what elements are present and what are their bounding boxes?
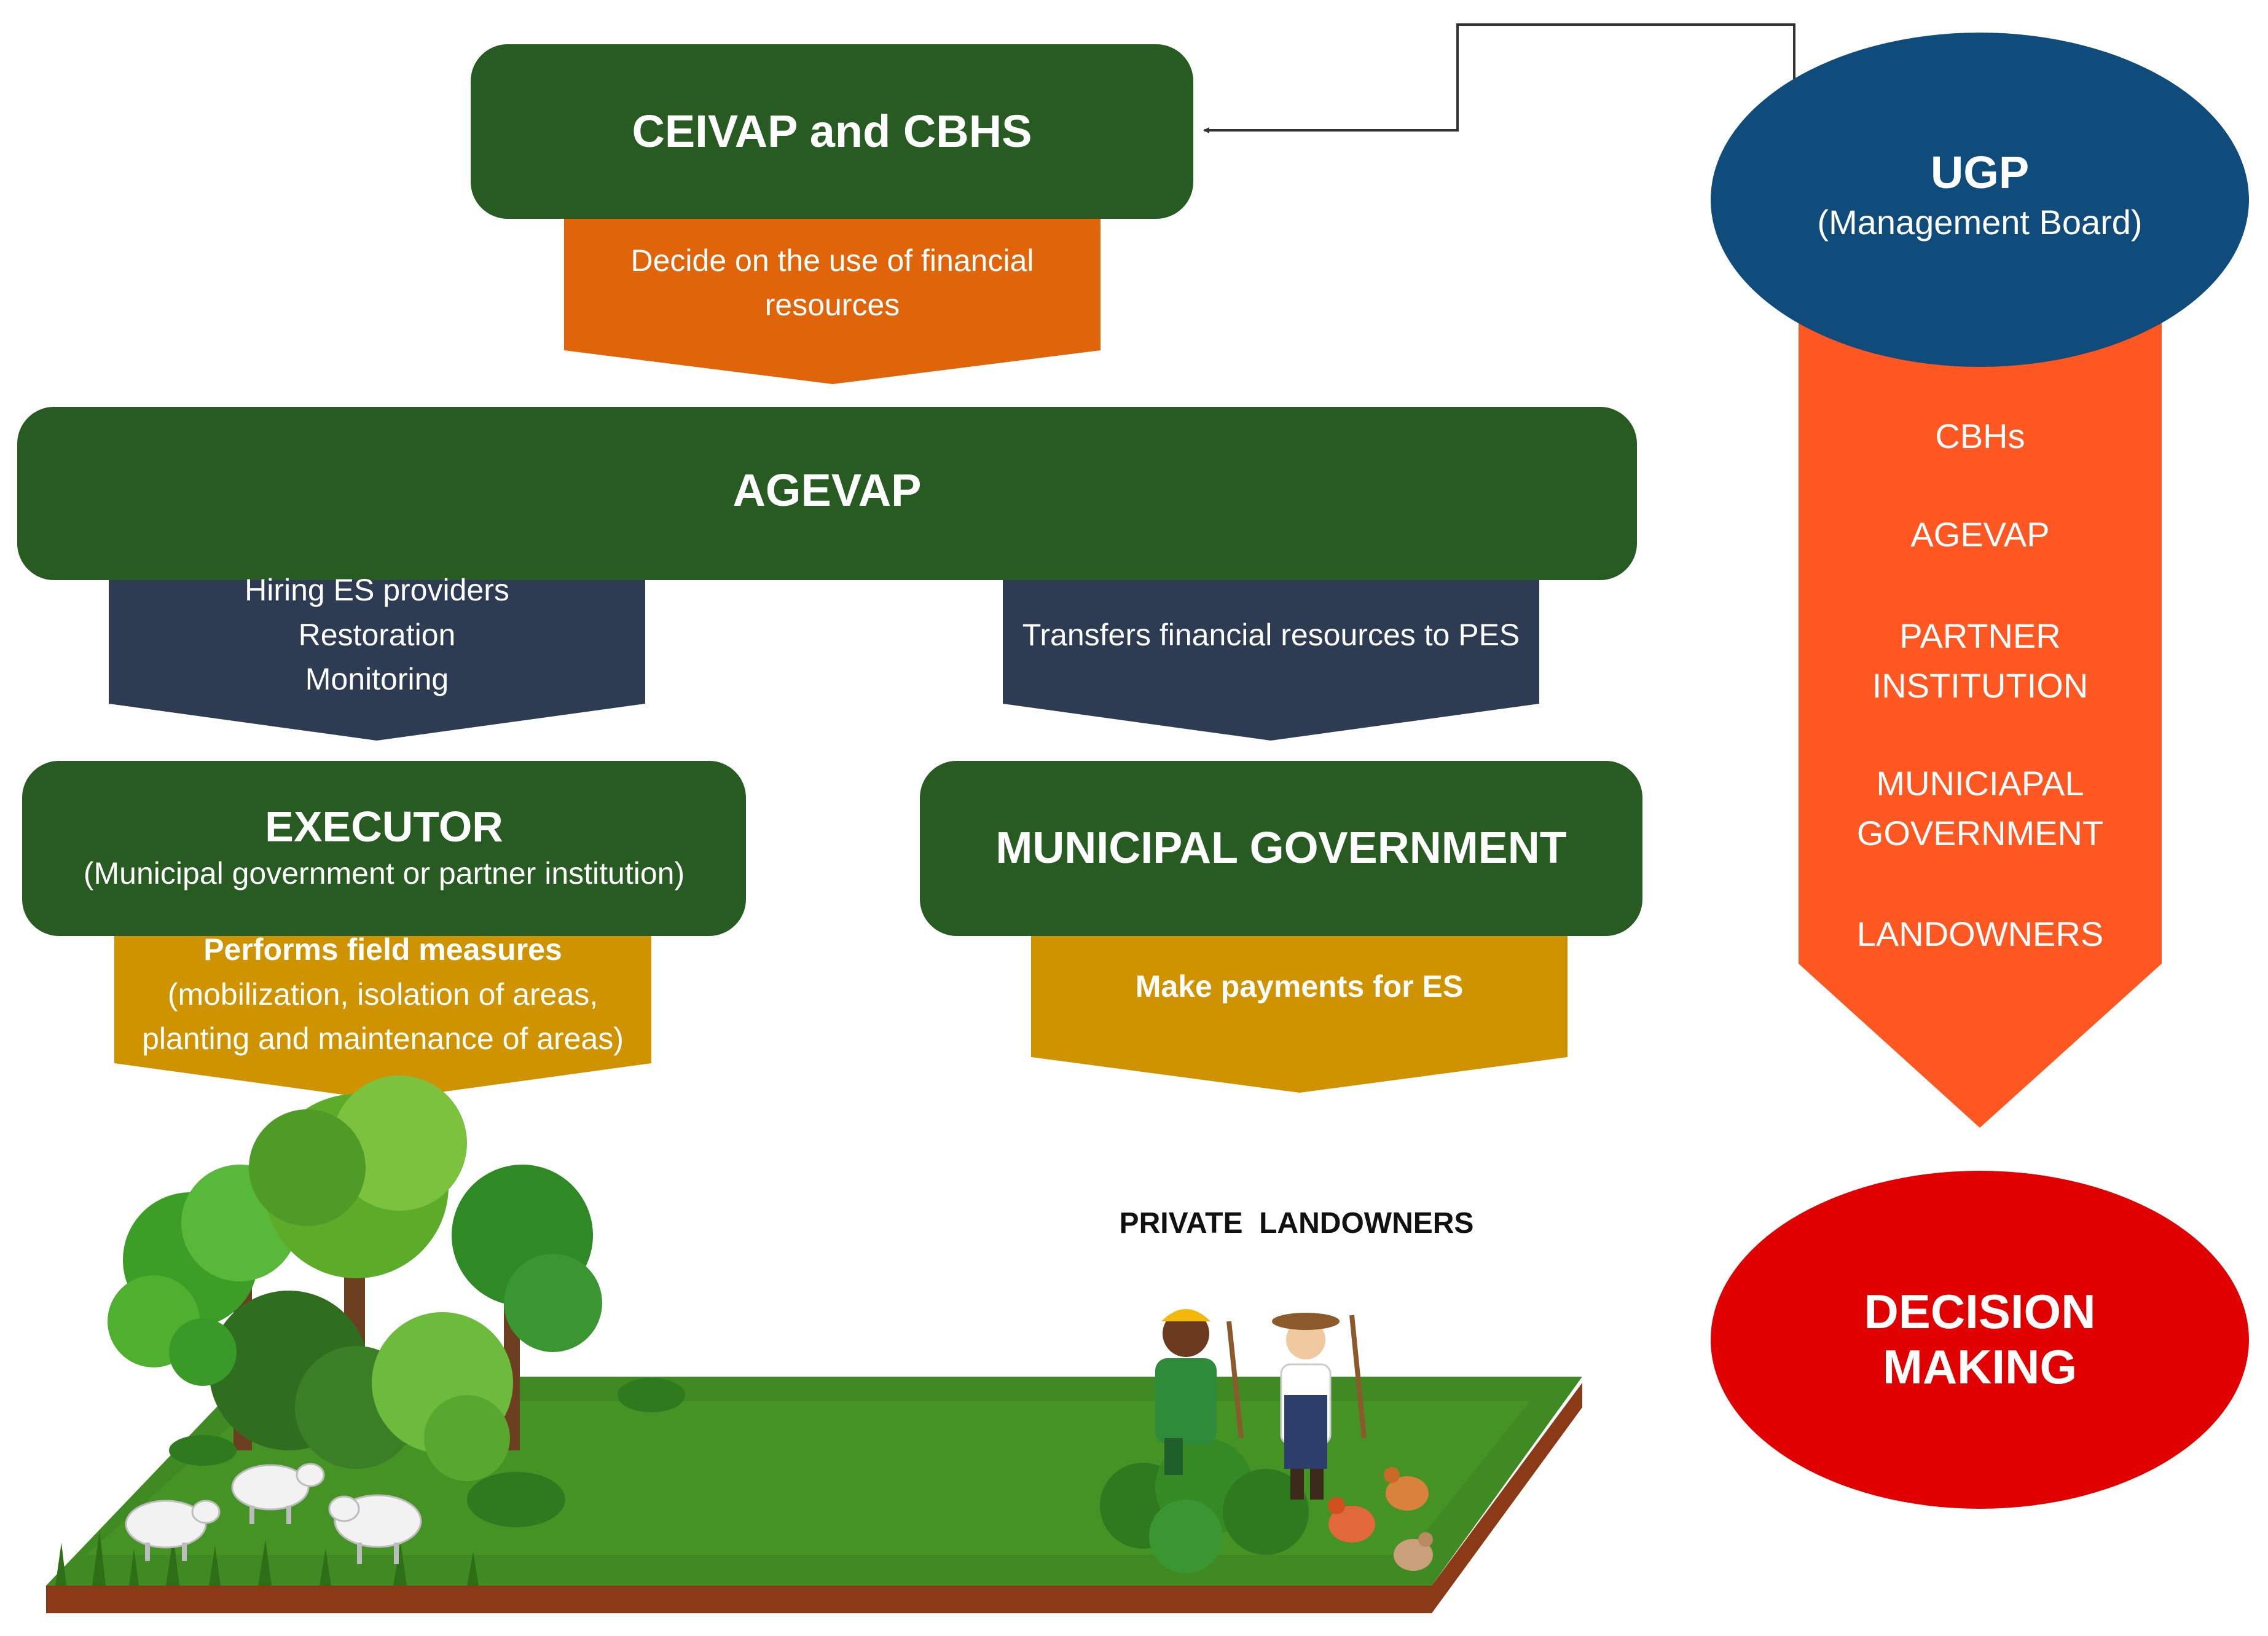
landscape-illustration (46, 1076, 1582, 1613)
farmers-illustration (1155, 1309, 1367, 1500)
private-landowners-label: PRIVATE LANDOWNERS (1081, 1201, 1512, 1245)
chickens-illustration (1328, 1467, 1433, 1571)
grass-tufts (55, 1530, 479, 1586)
executor-action-label: Performs field measures (mobilization, i… (114, 927, 651, 1062)
executor-box: EXECUTOR (Municipal government or partne… (22, 761, 746, 936)
ugp-subtitle: (Management Board) (1817, 203, 2143, 242)
ugp-member-landowners-text: LANDOWNERS (1856, 914, 2104, 954)
municipal-government-box: MUNICIPAL GOVERNMENT (920, 761, 1642, 936)
decision-making-label: DECISION MAKING (1711, 1266, 2249, 1414)
ugp-ellipse (1711, 33, 2249, 367)
agevap-right-chevron (1003, 564, 1539, 741)
agevap-title: AGEVAP (732, 465, 922, 516)
executor-action-line-2: planting and maintenance of areas) (142, 1021, 624, 1056)
decision-making-line-1: DECISION (1864, 1284, 2096, 1339)
agevap-left-chevron (109, 564, 645, 741)
agevap-box: AGEVAP (17, 407, 1637, 580)
ceivap-action-chevron (564, 209, 1101, 384)
ugp-member-cbhs-text: CBHs (1935, 417, 2025, 456)
municipal-government-title: MUNICIPAL GOVERNMENT (995, 824, 1567, 873)
ceivap-title: CEIVAP and CBHS (632, 106, 1032, 157)
agevap-right-action-text: Transfers financial resources to PES (1022, 617, 1520, 652)
ugp-title: UGP (1930, 147, 2030, 199)
ugp-member-municipal-government-text: MUNICIAPAL GOVERNMENT (1856, 763, 2104, 852)
ceivap-action-label: Decide on the use of financial resources (564, 227, 1101, 338)
trees-illustration (108, 1076, 602, 1481)
municipal-action-text: Make payments for ES (1135, 969, 1464, 1004)
agevap-right-action-label: Transfers financial resources to PES (1003, 564, 1539, 706)
ground-edge (46, 1383, 1582, 1613)
ugp-member-landowners: LANDOWNERS (1799, 906, 2162, 962)
agevap-left-action-line-1: Hiring ES providers (245, 573, 509, 608)
ugp-member-municipal-government: MUNICIAPAL GOVERNMENT (1837, 756, 2123, 860)
ugp-member-partner-institution-text: PARTNER INSTITUTION (1872, 616, 2089, 705)
agevap-left-action-label: Hiring ES providers Restoration Monitori… (109, 564, 645, 706)
ugp-member-partner-institution: PARTNER INSTITUTION (1850, 608, 2111, 713)
agevap-left-action-line-2: Restoration (298, 617, 456, 652)
ugp-to-ceivap-connector (1203, 23, 1795, 133)
executor-title: EXECUTOR (265, 803, 503, 851)
sheep-illustration (125, 1463, 422, 1549)
municipal-action-chevron (1031, 914, 1568, 1093)
executor-subtitle: (Municipal government or partner institu… (83, 855, 685, 891)
ceivap-action-line-1: Decide on the use of financial (630, 243, 1034, 278)
ugp-members-arrow (1799, 320, 2162, 1128)
private-landowners-text: PRIVATE LANDOWNERS (1119, 1206, 1474, 1240)
ceivap-action-line-2: resources (764, 288, 900, 322)
executor-action-chevron (114, 924, 651, 1100)
ugp-label: UGP (Management Board) (1711, 135, 2249, 258)
executor-action-line-1: (mobilization, isolation of areas, (167, 977, 598, 1012)
ceivap-box: CEIVAP and CBHS (471, 44, 1193, 219)
decision-making-ellipse (1711, 1171, 2249, 1509)
ugp-member-agevap-text: AGEVAP (1910, 515, 2050, 554)
agevap-left-action-line-3: Monitoring (305, 662, 449, 697)
decision-making-line-2: MAKING (1882, 1340, 2078, 1394)
executor-action-bold: Performs field measures (203, 932, 562, 967)
ugp-member-cbhs: CBHs (1799, 409, 2162, 464)
municipal-action-label: Make payments for ES (1031, 934, 1568, 1039)
ugp-member-agevap: AGEVAP (1799, 507, 2162, 562)
